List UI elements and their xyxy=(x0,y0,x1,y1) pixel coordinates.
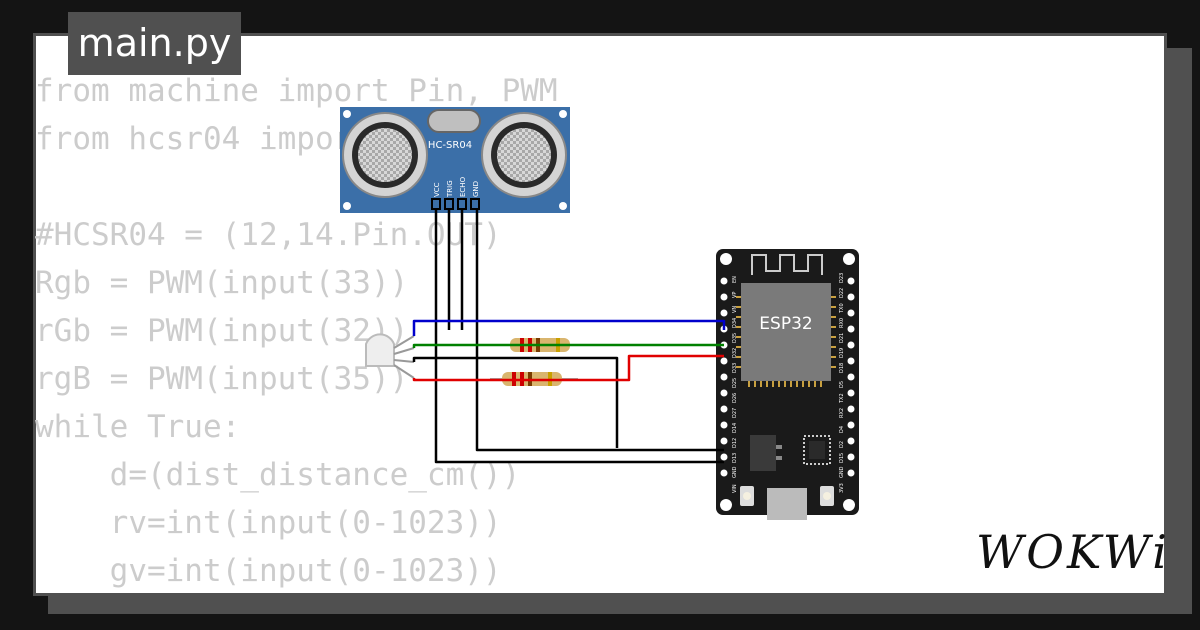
reset-button[interactable] xyxy=(820,486,834,506)
pin-label: D35 xyxy=(732,333,738,343)
wire-black-led xyxy=(412,356,619,448)
pin-label: D26 xyxy=(732,393,738,403)
voltage-regulator xyxy=(750,435,782,471)
code-line: Rgb = PWM(input(33)) xyxy=(35,265,409,301)
pin-label: D15 xyxy=(839,453,845,463)
mounting-holes xyxy=(720,253,855,511)
right-pin-labels: D23 D22 TX0 RX0 D21 D19 D18 D5 TX2 RX2 D… xyxy=(839,273,845,493)
pin-label: D2 xyxy=(839,441,845,448)
pin-label: D27 xyxy=(732,408,738,418)
wire-gnd xyxy=(475,209,724,452)
wires xyxy=(412,209,726,464)
pin-label: VIN xyxy=(732,484,738,493)
transducer-right xyxy=(481,112,567,198)
pin-label: VCC xyxy=(433,182,441,197)
crystal xyxy=(427,109,481,133)
pin-label: D22 xyxy=(839,288,845,298)
pin-label: D32 xyxy=(732,348,738,358)
pin-label: D19 xyxy=(839,348,845,358)
wokwi-logo: WOKWi xyxy=(976,525,1170,579)
chip-pads xyxy=(736,296,836,387)
sensor-pin-labels: VCC TRIG ECHO GND xyxy=(433,176,480,198)
sensor-label: HC-SR04 xyxy=(428,140,472,151)
usb-chip xyxy=(803,435,831,465)
code-line: rv=int(input(0-1023)) xyxy=(35,505,502,541)
pin-label: D14 xyxy=(732,423,738,433)
pin-label: D23 xyxy=(839,273,845,283)
hc-sr04-sensor[interactable]: HC-SR04 VCC TRIG ECHO GND xyxy=(340,107,570,213)
rgb-led[interactable] xyxy=(365,333,415,379)
pin-label: 3V3 xyxy=(839,483,845,493)
pin-label: D5 xyxy=(839,381,845,388)
pin-label: VN xyxy=(732,306,738,313)
pin-label: TX2 xyxy=(839,393,845,404)
pin-label: ECHO xyxy=(459,176,467,197)
pin-label: GND xyxy=(839,466,845,478)
pin-label: D13 xyxy=(732,453,738,463)
transducer-left xyxy=(342,112,428,198)
left-pin-labels: EN VP VN D34 D35 D32 D33 D25 D26 D27 D14… xyxy=(732,276,738,493)
pin-label: RX0 xyxy=(839,318,845,328)
wire-green xyxy=(412,343,724,348)
esp32-board[interactable]: ESP32 EN VP VN D34 D35 D32 D33 D25 D26 D… xyxy=(716,249,859,520)
pin-label: D33 xyxy=(732,363,738,373)
usb-port xyxy=(767,488,807,520)
esp32-chip xyxy=(741,283,831,381)
pin-label: GND xyxy=(472,181,480,197)
pin-label: VP xyxy=(732,292,738,298)
pin-label: GND xyxy=(732,466,738,478)
code-line: rgB = PWM(input(35)) xyxy=(35,361,409,397)
wire-blue xyxy=(412,319,726,336)
wire-red xyxy=(412,354,724,382)
boot-button[interactable] xyxy=(740,486,754,506)
code-line: from machine import Pin, PWM xyxy=(35,73,558,109)
pin-label: TX0 xyxy=(839,303,845,314)
pin-label: D12 xyxy=(732,438,738,448)
pin-label: D4 xyxy=(839,426,845,433)
pin-label: D21 xyxy=(839,333,845,343)
pin-label: RX2 xyxy=(839,408,845,418)
wire-vcc xyxy=(434,209,724,464)
pin-label: D25 xyxy=(732,378,738,388)
code-line: gv=int(input(0-1023)) xyxy=(35,553,502,589)
file-tab[interactable]: main.py xyxy=(68,12,241,75)
code-line: rGb = PWM(input(32)) xyxy=(35,313,409,349)
esp32-label: ESP32 xyxy=(759,314,812,334)
pin-label: TRIG xyxy=(446,180,454,198)
pin-label: EN xyxy=(732,276,738,283)
code-line: while True: xyxy=(35,409,241,445)
preview-card xyxy=(33,33,1167,596)
header-pins xyxy=(720,277,855,477)
pin-label: D34 xyxy=(732,318,738,328)
code-line: #HCSR04 = (12,14.Pin.OUT) xyxy=(35,217,502,253)
pin-label: D18 xyxy=(839,363,845,373)
